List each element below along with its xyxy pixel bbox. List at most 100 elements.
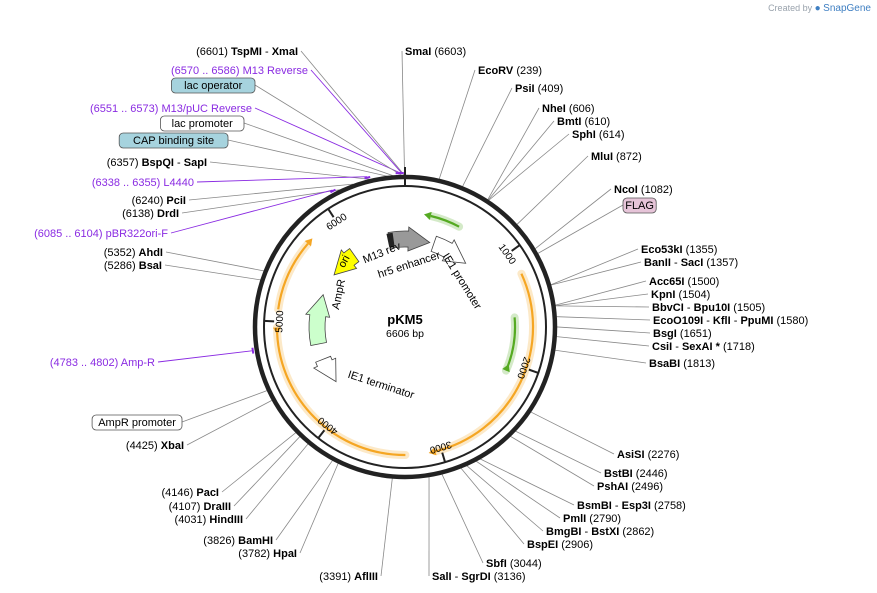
enzyme-label: EcoRV (239) bbox=[478, 65, 542, 77]
enzyme-label: MluI (872) bbox=[591, 151, 642, 163]
primer-range: (6551 .. 6573) bbox=[90, 103, 162, 115]
enzyme-name: PpuMI bbox=[740, 315, 773, 327]
tick-mark bbox=[327, 208, 335, 218]
primer-site-marker bbox=[251, 347, 255, 354]
enzyme-label: (5286) BsaI bbox=[104, 260, 162, 272]
site-position: (409) bbox=[535, 83, 564, 95]
feature-box bbox=[91, 414, 183, 431]
enzyme-separator: - bbox=[671, 257, 681, 269]
site-position: (5352) bbox=[104, 247, 139, 259]
enzyme-name: PshAI bbox=[597, 481, 628, 493]
site-position: (2496) bbox=[628, 481, 663, 493]
enzyme-label: CsiI - SexAI * (1718) bbox=[652, 341, 755, 353]
site-position: (239) bbox=[513, 65, 542, 77]
site-position: (3044) bbox=[507, 558, 542, 570]
enzyme-name: PciI bbox=[166, 195, 186, 207]
enzyme-name: DrdI bbox=[157, 208, 179, 220]
primer-label: (6338 .. 6355) L4440 bbox=[92, 177, 194, 189]
primer-label: (6085 .. 6104) pBR322ori-F bbox=[34, 228, 168, 240]
enzyme-label: NcoI (1082) bbox=[614, 184, 673, 196]
leader-line bbox=[555, 280, 647, 306]
orf-arc-right bbox=[431, 269, 538, 456]
enzyme-label: PmlI (2790) bbox=[563, 513, 621, 525]
enzyme-name: XbaI bbox=[161, 440, 184, 452]
leader-line bbox=[534, 188, 612, 249]
primer-label: (6551 .. 6573) M13/pUC Reverse bbox=[90, 103, 252, 115]
enzyme-label: BsaBI (1813) bbox=[649, 358, 715, 370]
site-position: (2790) bbox=[586, 513, 621, 525]
site-position: (6603) bbox=[431, 46, 466, 58]
site-position: (2446) bbox=[633, 468, 668, 480]
leader-line bbox=[209, 161, 370, 180]
enzyme-name: BanII bbox=[644, 257, 671, 269]
enzyme-name: TspMI bbox=[231, 46, 262, 58]
enzyme-name: SgrDI bbox=[461, 571, 490, 583]
enzyme-name: BstBI bbox=[604, 468, 633, 480]
enzyme-separator: - bbox=[581, 526, 591, 538]
orf-arrowhead bbox=[273, 327, 282, 335]
enzyme-name: BsgI bbox=[653, 328, 677, 340]
enzyme-label: PsiI (409) bbox=[515, 83, 563, 95]
leader-line bbox=[488, 133, 570, 201]
leader-line bbox=[555, 349, 647, 364]
feature-box-label: AmpR promoter bbox=[91, 414, 183, 431]
enzyme-label: BsgI (1651) bbox=[653, 328, 712, 340]
leader-line bbox=[537, 204, 624, 254]
site-position: (614) bbox=[596, 129, 625, 141]
leader-line bbox=[181, 189, 340, 214]
enzyme-separator: - bbox=[174, 157, 184, 169]
tick-mark bbox=[317, 429, 326, 439]
enzyme-label: (6357) BspQI - SapI bbox=[107, 157, 207, 169]
primer-leader-line bbox=[170, 189, 333, 234]
leader-line bbox=[275, 460, 333, 541]
enzyme-name: BsaBI bbox=[649, 358, 680, 370]
leader-line bbox=[243, 122, 393, 176]
enzyme-separator: - bbox=[684, 302, 694, 314]
enzyme-label: (6601) TspMI - XmaI bbox=[196, 46, 298, 58]
tick-label: 1000 bbox=[496, 242, 518, 267]
leader-line bbox=[300, 50, 405, 176]
enzyme-label: Eco53kI (1355) bbox=[641, 244, 717, 256]
leader-line bbox=[555, 305, 650, 308]
enzyme-name: SacI bbox=[681, 257, 704, 269]
enzyme-name: BbvCI bbox=[652, 302, 684, 314]
leader-line bbox=[510, 436, 595, 487]
ie1-promoter-arrow bbox=[430, 235, 467, 264]
enzyme-label: PshAI (2496) bbox=[597, 481, 663, 493]
leader-line bbox=[227, 139, 387, 177]
site-position: (4031) bbox=[175, 514, 210, 526]
enzyme-name: PsiI bbox=[515, 83, 535, 95]
feature-box-label: lac operator bbox=[170, 77, 256, 94]
enzyme-separator: - bbox=[703, 315, 713, 327]
feature-label-ie1-terminator: IE1 terminator bbox=[346, 369, 416, 402]
enzyme-label: BanII - SacI (1357) bbox=[644, 257, 738, 269]
leader-line bbox=[556, 316, 651, 321]
leader-line bbox=[181, 390, 268, 423]
leader-line bbox=[556, 326, 651, 334]
leader-line bbox=[299, 463, 339, 554]
site-position: (872) bbox=[613, 151, 642, 163]
feature-box-label: CAP binding site bbox=[118, 132, 229, 149]
enzyme-label: (6240) PciI bbox=[132, 195, 186, 207]
primer-label: (6570 .. 6586) M13 Reverse bbox=[171, 65, 308, 77]
enzyme-name: SalI bbox=[432, 571, 452, 583]
enzyme-name: EcoRV bbox=[478, 65, 514, 77]
site-position: (1357) bbox=[703, 257, 738, 269]
enzyme-name: XmaI bbox=[272, 46, 298, 58]
feature-box-label: FLAG bbox=[622, 197, 657, 214]
leader-line bbox=[165, 251, 264, 272]
site-position: (2276) bbox=[645, 449, 680, 461]
enzyme-separator: - bbox=[672, 341, 682, 353]
site-position: (1505) bbox=[730, 302, 765, 314]
enzyme-name: SmaI bbox=[405, 46, 431, 58]
enzyme-label: (3782) HpaI bbox=[238, 548, 297, 560]
enzyme-name: AflIII bbox=[354, 571, 378, 583]
primer-name: M13/pUC Reverse bbox=[162, 103, 252, 115]
enzyme-name: SbfI bbox=[486, 558, 507, 570]
enzyme-separator: - bbox=[612, 500, 622, 512]
feature-box bbox=[170, 77, 256, 94]
feature-box bbox=[118, 132, 229, 149]
backbone-ring-outer bbox=[252, 174, 558, 480]
green-orf-arrowhead bbox=[502, 364, 510, 373]
